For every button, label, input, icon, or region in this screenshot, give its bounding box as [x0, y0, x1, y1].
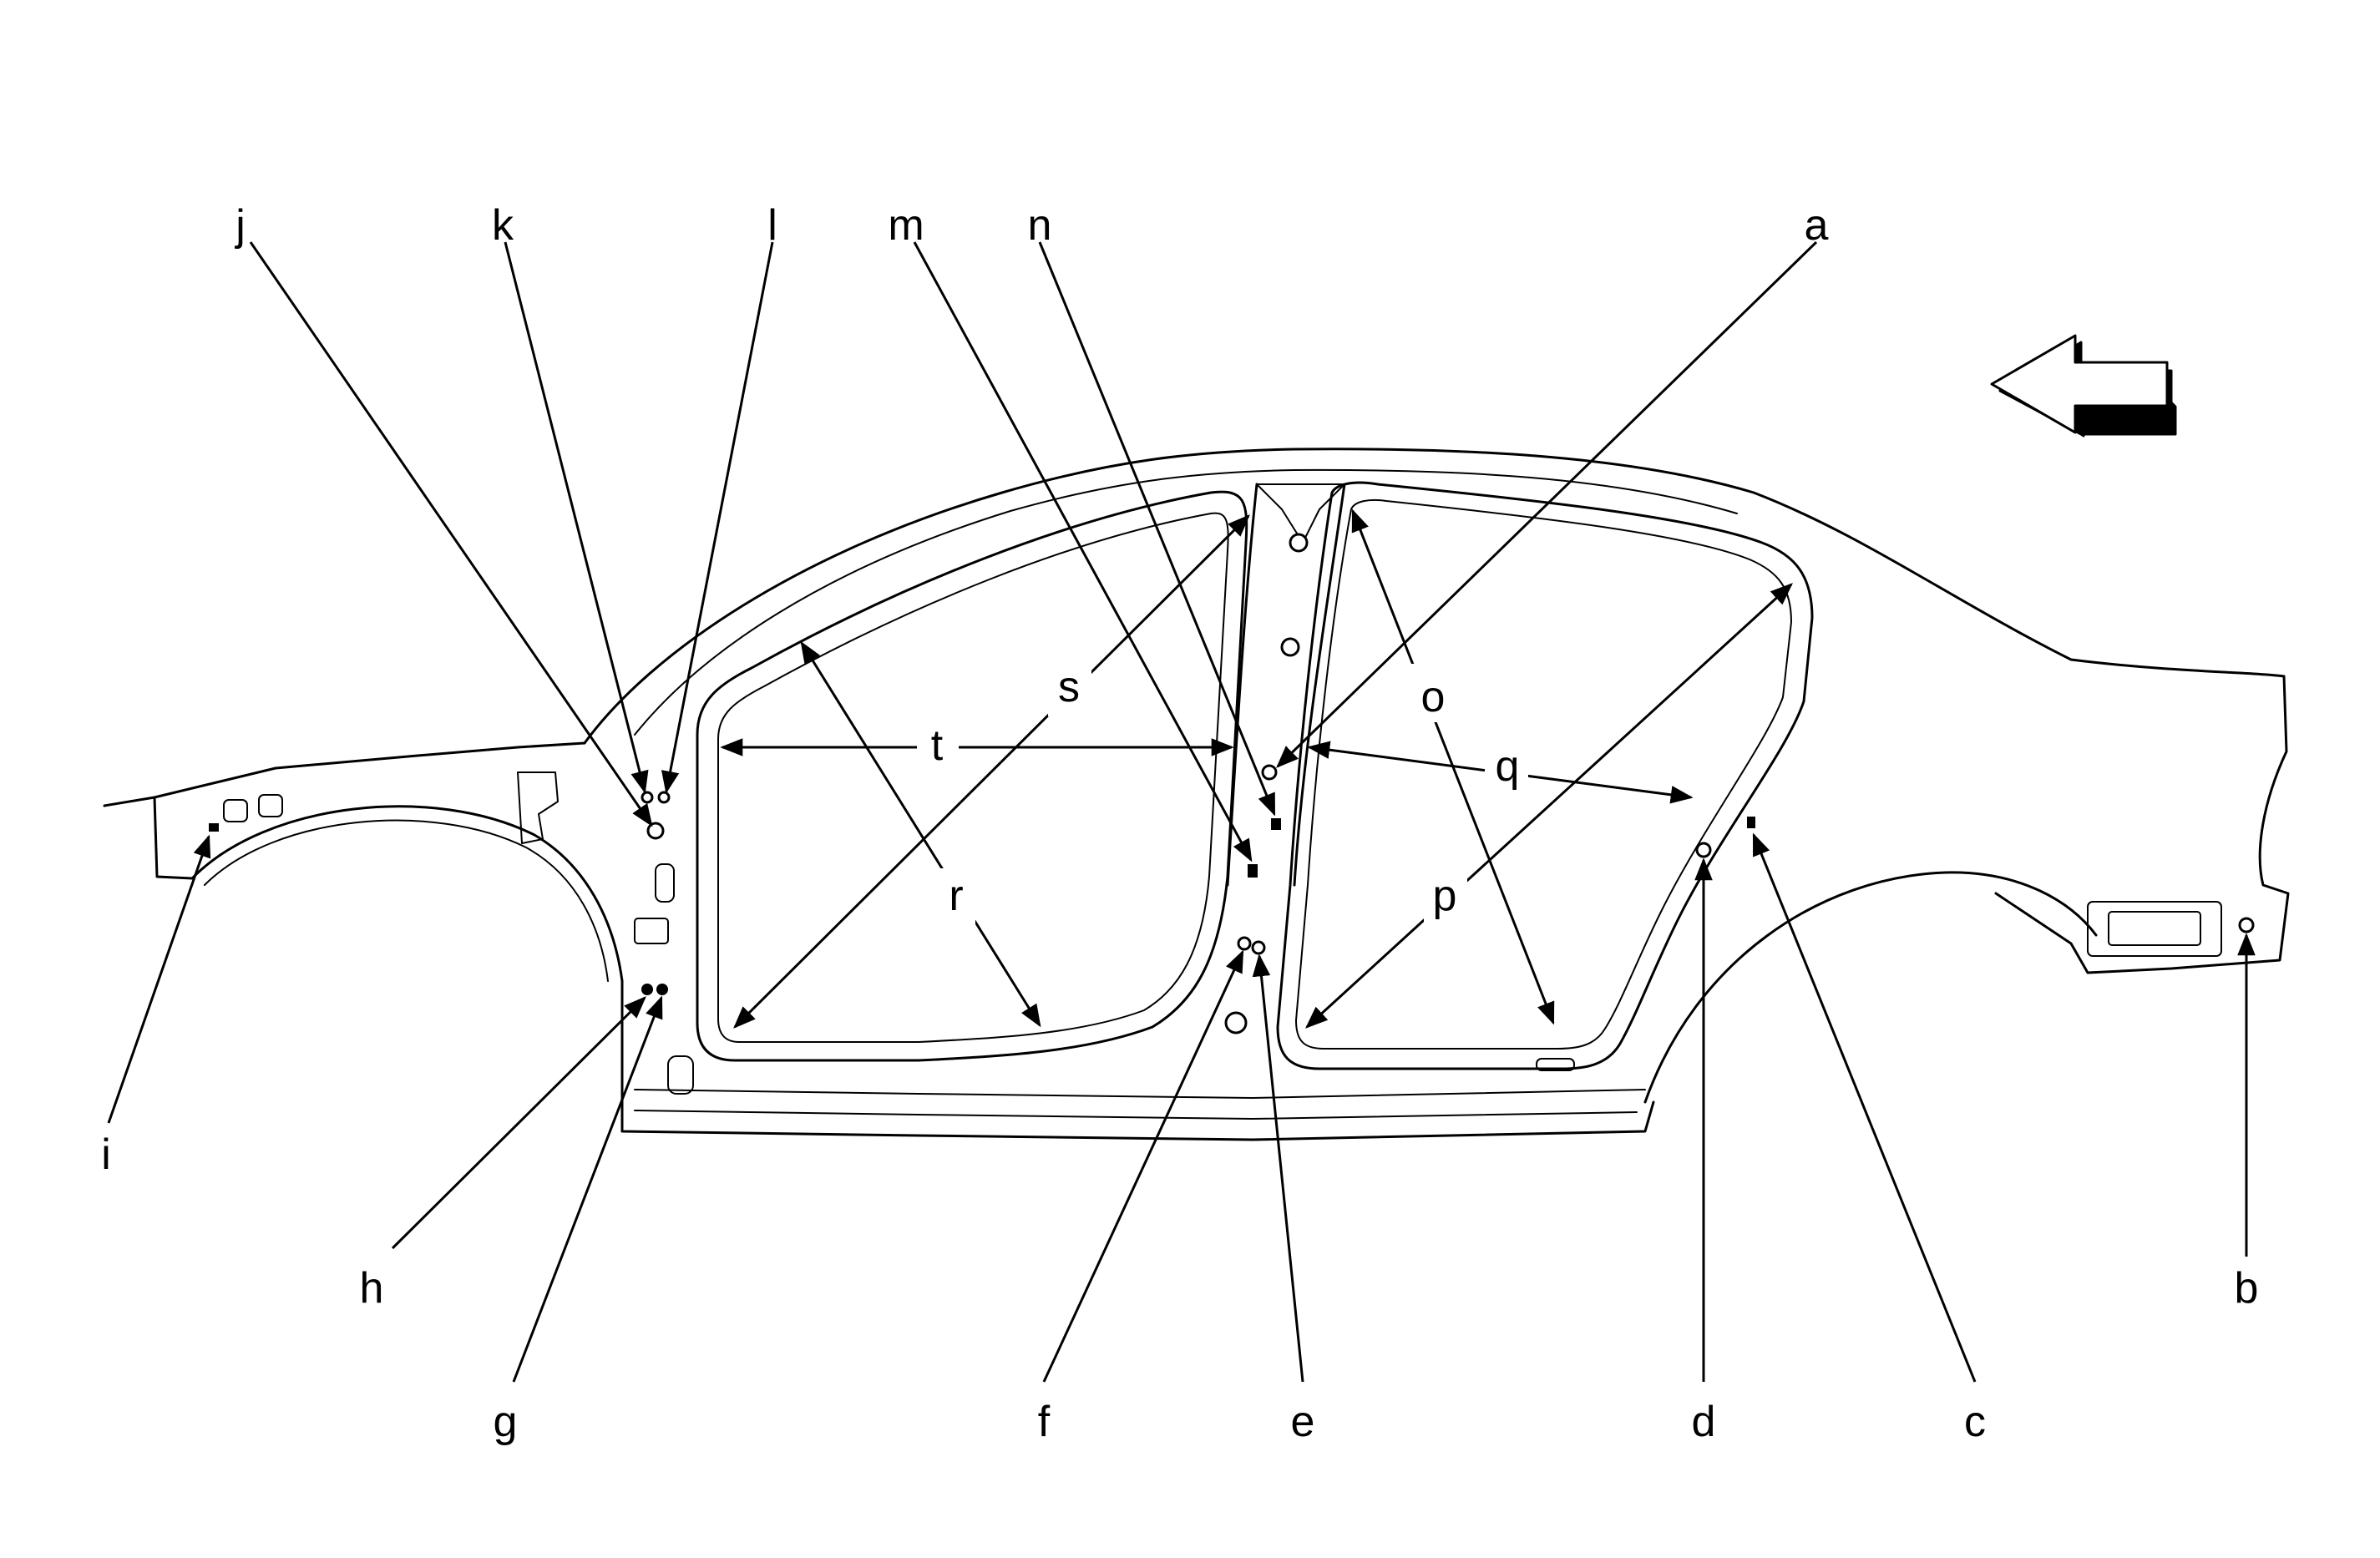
door-openings [696, 481, 1814, 1070]
point-c [1747, 817, 1755, 828]
leader-m [913, 241, 1253, 862]
label-d: d [1692, 1398, 1716, 1446]
rocker-panel-crease [634, 1089, 1646, 1099]
label-p: p [1433, 872, 1457, 920]
point-k [641, 791, 654, 804]
dimension-lines [720, 508, 1793, 1029]
point-l [657, 791, 671, 804]
front-fender-slot-1 [223, 799, 248, 822]
point-i [209, 823, 219, 832]
label-m: m [888, 201, 924, 250]
front-wheel-arch-inner [204, 819, 609, 982]
point-d [1695, 842, 1712, 858]
point-m [1248, 864, 1258, 878]
labels: a b c d e f g h i j k l m n o p q r s t [101, 201, 2258, 1446]
point-g [656, 984, 668, 995]
label-o-bg [1411, 664, 1455, 722]
rear-wheel-arch [1643, 871, 2098, 1104]
point-f [1237, 936, 1252, 951]
front-door-opening [696, 490, 1248, 1062]
label-c: c [1964, 1398, 1986, 1446]
label-r-bg [935, 868, 975, 927]
left-arrow-icon [1990, 334, 2177, 438]
front-fender-bracket [517, 771, 559, 844]
label-t-bg [917, 718, 959, 776]
point-j [646, 822, 665, 840]
rear-quarter-panel-inner [2108, 911, 2201, 946]
label-r: r [949, 872, 963, 920]
leader-lines [107, 240, 2256, 1383]
rocker-panel-lower [634, 1110, 1638, 1120]
rear-door-opening-inner [1295, 498, 1792, 1050]
leader-c [1752, 832, 1977, 1383]
label-j: j [234, 201, 246, 250]
leader-h [391, 996, 646, 1250]
label-h: h [360, 1264, 384, 1313]
body-details [223, 533, 2222, 1095]
label-l: l [767, 201, 777, 250]
label-g: g [494, 1398, 518, 1446]
point-a [1261, 764, 1278, 781]
rear-quarter-panel [2087, 901, 2222, 957]
label-p-bg [1424, 868, 1467, 927]
label-t: t [931, 721, 944, 770]
front-fender-top [103, 741, 586, 807]
label-s: s [1058, 663, 1080, 711]
leader-e [1252, 954, 1304, 1383]
front-door-opening-inner [717, 512, 1229, 1043]
front-fender-slot-2 [258, 794, 283, 817]
point-h [641, 984, 653, 995]
label-q-bg [1485, 739, 1528, 797]
label-o: o [1421, 673, 1446, 721]
label-e: e [1291, 1398, 1315, 1446]
leader-n [1038, 241, 1276, 817]
label-b: b [2235, 1264, 2259, 1313]
rocker-panel [620, 979, 1655, 1141]
label-a: a [1805, 201, 1829, 250]
point-n [1271, 818, 1281, 830]
leader-f [1042, 949, 1244, 1383]
dimension-r [800, 640, 1041, 1028]
roof-line-inner [634, 468, 1738, 736]
hinge-pillar-slot [655, 863, 675, 903]
leader-k [504, 241, 649, 794]
label-q: q [1496, 742, 1520, 791]
leader-j [249, 241, 653, 827]
label-i: i [101, 1131, 111, 1179]
leader-a [1276, 240, 1818, 768]
b-pillar-top [1256, 483, 1345, 544]
dimension-p [1305, 583, 1793, 1029]
b-pillar-hole-upper [1289, 533, 1309, 553]
rear-deck [1994, 675, 2290, 974]
label-f: f [1038, 1398, 1051, 1446]
b-pillar-hole-lower [1224, 1011, 1248, 1034]
sill-slot [1536, 1058, 1575, 1071]
leader-i [107, 834, 211, 1124]
hinge-pillar-bracket [634, 918, 669, 944]
body-side-outline [103, 448, 2290, 1141]
point-b [2238, 917, 2255, 933]
label-n: n [1028, 201, 1052, 250]
front-fender-nose [153, 796, 194, 880]
label-k: k [492, 201, 514, 250]
b-pillar-hole-middle [1280, 637, 1300, 657]
dimension-s [733, 514, 1250, 1029]
point-e [1251, 940, 1266, 955]
leader-g [512, 995, 663, 1383]
leader-l [661, 241, 774, 794]
front-sill-slot [667, 1055, 694, 1095]
front-wheel-arch [190, 805, 624, 983]
label-s-bg [1048, 658, 1091, 716]
